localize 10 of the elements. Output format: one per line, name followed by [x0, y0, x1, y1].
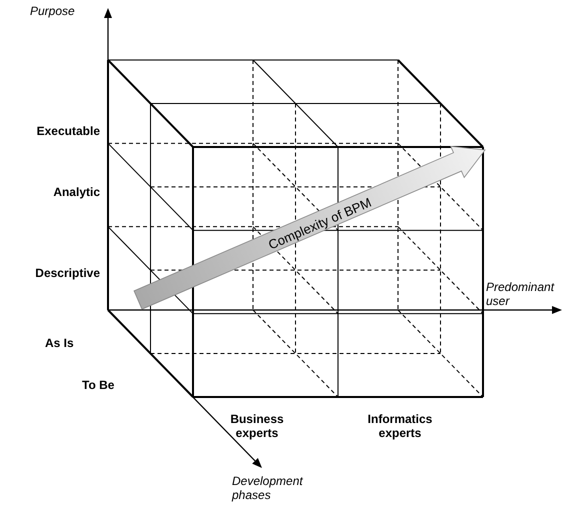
row-label: Analytic [52, 185, 100, 199]
column-label: Business experts [229, 412, 285, 440]
depth-label: As Is [45, 336, 75, 350]
row-label: Executable [36, 124, 100, 138]
axis-label: Predominant user [486, 280, 556, 308]
axis-label: Development phases [232, 474, 304, 502]
axis-label: Purpose [30, 4, 76, 18]
row-label: Descriptive [34, 266, 100, 280]
depth-label: To Be [82, 378, 116, 392]
column-label: Informatics experts [366, 412, 434, 440]
